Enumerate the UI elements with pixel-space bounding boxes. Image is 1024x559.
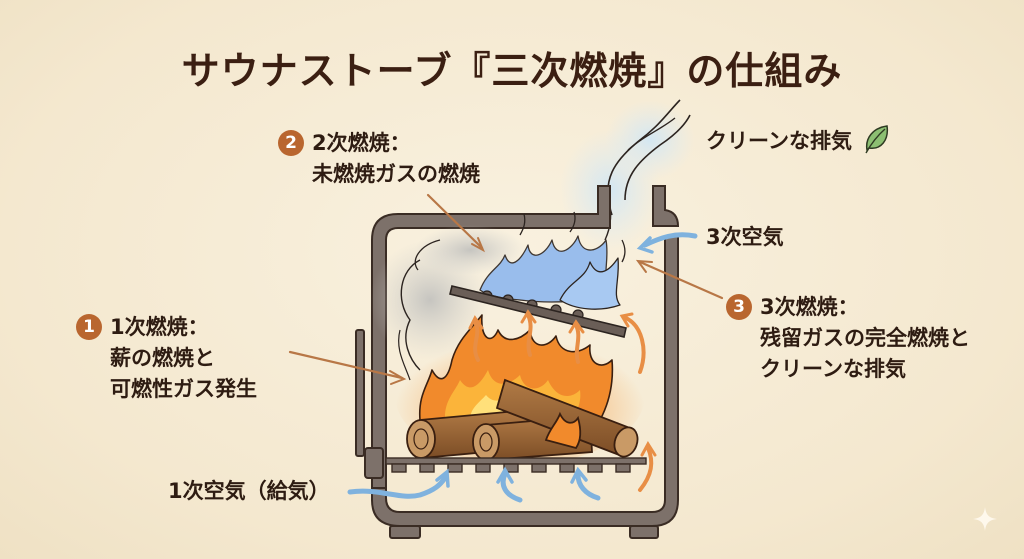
step-2-badge: 2 xyxy=(278,130,304,156)
step-3-label: 3 3次燃焼： 残留ガスの完全燃焼と クリーンな排気 xyxy=(726,292,970,385)
stove-body xyxy=(355,185,680,539)
step-1-line-2: 可燃性ガス発生 xyxy=(110,377,257,401)
baffle-plate xyxy=(449,285,627,338)
step-3-line-2: クリーンな排気 xyxy=(760,357,906,381)
step-1-line-1: 薪の燃焼と xyxy=(110,346,215,370)
grate xyxy=(385,457,647,473)
step-2-label: 2 2次燃焼： 未燃焼ガスの燃焼 xyxy=(278,128,480,190)
pointer-arrows xyxy=(288,193,724,385)
sparkle-icon xyxy=(973,507,997,531)
smoke xyxy=(370,225,525,381)
air-flow-arrows xyxy=(347,232,698,503)
step-3-heading: 3次燃焼： xyxy=(760,295,859,319)
step-3-line-1: 残留ガスの完全燃焼と xyxy=(760,326,970,350)
page-title: サウナストーブ『三次燃焼』の仕組み xyxy=(181,49,843,93)
leaf-icon xyxy=(865,125,889,154)
heat-flow-arrows xyxy=(468,309,657,492)
step-3-badge: 3 xyxy=(726,294,752,320)
secondary-flames xyxy=(479,211,626,310)
step-1-label: 1 1次燃焼： 薪の燃焼と 可燃性ガス発生 xyxy=(76,312,257,405)
clean-exhaust-text: クリーンな排気 xyxy=(706,129,852,153)
step-2-line-1: 未燃焼ガスの燃焼 xyxy=(312,162,480,186)
step-2-heading: 2次燃焼： xyxy=(312,131,411,155)
step-1-heading: 1次燃焼： xyxy=(110,315,209,339)
step-1-badge: 1 xyxy=(76,314,102,340)
tertiary-air-label: 3次空気 xyxy=(706,225,784,249)
firewood-logs xyxy=(406,378,639,461)
clean-exhaust-label: クリーンな排気 xyxy=(706,124,891,157)
primary-air-label: 1次空気（給気） xyxy=(168,479,330,503)
